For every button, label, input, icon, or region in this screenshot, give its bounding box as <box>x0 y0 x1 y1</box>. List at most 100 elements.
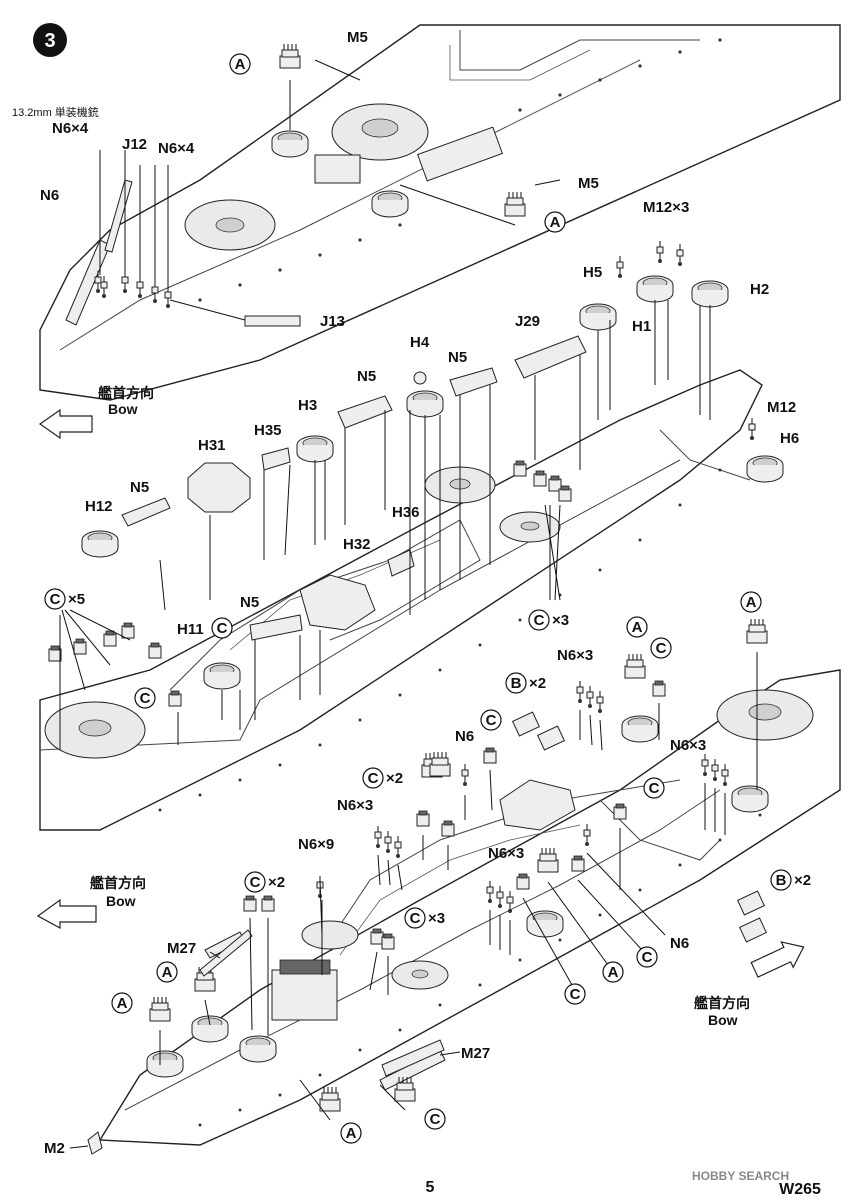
svg-text:C: C <box>217 620 228 637</box>
callout-c-5: C <box>650 637 672 659</box>
svg-text:A: A <box>550 214 561 231</box>
product-code: W265 <box>779 1181 821 1198</box>
svg-text:C: C <box>486 712 497 729</box>
svg-text:Bow: Bow <box>108 401 138 417</box>
svg-text:B: B <box>511 675 522 692</box>
step-number-badge: 3 <box>33 23 67 57</box>
label-h3: H3 <box>298 397 317 414</box>
label-m27-b: M27 <box>461 1045 490 1062</box>
svg-text:艦首方向: 艦首方向 <box>98 385 154 401</box>
callout-c-mid-left: C <box>134 687 156 709</box>
callout-cx2-b: C ×2 <box>244 871 285 893</box>
label-n6x4-right: N6×4 <box>158 140 195 157</box>
svg-text:×2: ×2 <box>529 675 546 692</box>
svg-text:C: C <box>250 874 261 891</box>
label-m27-a: M27 <box>167 940 196 957</box>
label-m12: M12 <box>767 399 796 416</box>
svg-text:A: A <box>632 619 643 636</box>
svg-text:×2: ×2 <box>386 770 403 787</box>
bow-indicator-1: 艦首方向 Bow <box>38 385 154 440</box>
label-h1: H1 <box>632 318 651 335</box>
label-h32: H32 <box>343 536 371 553</box>
callout-cx3-mid: C ×3 <box>528 609 569 631</box>
svg-text:C: C <box>656 640 667 657</box>
svg-text:C: C <box>140 690 151 707</box>
svg-text:B: B <box>776 872 787 889</box>
bow-indicator-3: 艦首方向 Bow <box>694 941 805 1028</box>
svg-text:×2: ×2 <box>268 874 285 891</box>
svg-text:C: C <box>410 910 421 927</box>
labels-view-middle: M12×3 H5 H2 H1 J29 H4 N5 N5 M12 H6 H3 H3… <box>44 199 799 709</box>
svg-text:×2: ×2 <box>794 872 811 889</box>
label-n6x3-d: N6×3 <box>488 845 524 862</box>
svg-text:C: C <box>570 986 581 1003</box>
callout-cx3-b: C ×3 <box>404 907 445 929</box>
label-n6x3-b: N6×3 <box>670 737 706 754</box>
svg-text:C: C <box>649 780 660 797</box>
svg-text:C: C <box>430 1111 441 1128</box>
callout-c-h11: C <box>211 617 233 639</box>
bow-indicator-2: 艦首方向 Bow <box>36 875 146 930</box>
label-n6x3-a: N6×3 <box>557 647 593 664</box>
callout-cx2-a: C ×2 <box>362 767 403 789</box>
label-m12x3: M12×3 <box>643 199 689 216</box>
label-h36: H36 <box>392 504 420 521</box>
callout-a-5: A <box>156 961 178 983</box>
label-n6-mid: N6 <box>455 728 474 745</box>
callout-c-10: C <box>424 1108 446 1130</box>
svg-text:艦首方向: 艦首方向 <box>694 995 750 1011</box>
label-m5-mid: M5 <box>578 175 599 192</box>
step-number: 3 <box>44 30 55 52</box>
label-j13: J13 <box>320 313 345 330</box>
svg-text:A: A <box>346 1125 357 1142</box>
svg-text:×3: ×3 <box>428 910 445 927</box>
callout-a-4: A <box>626 616 648 638</box>
callout-cx5: C ×5 <box>44 588 85 610</box>
callout-a-1: A <box>229 53 251 75</box>
label-m5-top: M5 <box>347 29 368 46</box>
svg-text:×3: ×3 <box>552 612 569 629</box>
callout-a-7: A <box>111 992 133 1014</box>
label-h12: H12 <box>85 498 113 515</box>
label-h35: H35 <box>254 422 282 439</box>
callout-c-6: C <box>480 709 502 731</box>
callout-bx2-a: B ×2 <box>505 672 546 694</box>
label-h2: H2 <box>750 281 769 298</box>
svg-text:Bow: Bow <box>106 893 136 909</box>
ship-view-middle <box>39 240 784 831</box>
svg-text:A: A <box>235 56 246 73</box>
callout-c-8: C <box>636 946 658 968</box>
mg-note: 13.2mm 単装機銃 <box>12 105 99 119</box>
label-n5-b: N5 <box>357 368 376 385</box>
svg-text:A: A <box>162 964 173 981</box>
svg-text:A: A <box>117 995 128 1012</box>
svg-text:A: A <box>746 594 757 611</box>
callout-c-9: C <box>564 983 586 1005</box>
svg-text:A: A <box>608 964 619 981</box>
page-number: 5 <box>426 1179 435 1196</box>
svg-text:艦首方向: 艦首方向 <box>90 875 146 891</box>
label-n6-right: N6 <box>670 935 689 952</box>
label-n6x3-c: N6×3 <box>337 797 373 814</box>
watermark: HOBBY SEARCH <box>692 1169 789 1183</box>
callout-c-7: C <box>643 777 665 799</box>
label-n6x9: N6×9 <box>298 836 334 853</box>
labels-view-top: A M5 M5 A 13.2mm 単装機銃 N6×4 J12 N6×4 N6 J… <box>12 29 599 330</box>
label-n5-a: N5 <box>448 349 467 366</box>
svg-text:C: C <box>534 612 545 629</box>
label-n5-d: N5 <box>240 594 259 611</box>
callout-a-2: A <box>544 211 566 233</box>
svg-text:×5: ×5 <box>68 591 85 608</box>
label-j12: J12 <box>122 136 147 153</box>
turret-b-group <box>511 711 768 943</box>
label-h11: H11 <box>177 621 204 638</box>
ship-view-top <box>39 24 841 401</box>
label-h4: H4 <box>410 334 430 351</box>
labels-view-bottom: A A C N6×3 B ×2 N6×3 C N6 C ×2 C <box>44 591 811 1157</box>
label-j29: J29 <box>515 313 540 330</box>
svg-text:C: C <box>368 770 379 787</box>
label-h6: H6 <box>780 430 799 447</box>
label-n6x4-left: N6×4 <box>52 120 89 137</box>
callout-a-6: A <box>602 961 624 983</box>
